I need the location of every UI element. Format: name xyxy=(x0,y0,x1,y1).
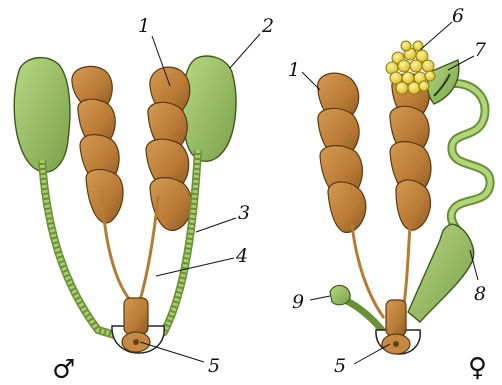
cloaca-male xyxy=(112,298,164,353)
leader-1-female xyxy=(302,72,320,90)
female-symbol: ♀ xyxy=(468,353,487,381)
kidney-left-female xyxy=(318,73,366,232)
label-3: 3 xyxy=(238,202,250,224)
male-symbol: ♂ xyxy=(52,355,75,381)
uterus xyxy=(408,224,474,322)
label-1-female: 1 xyxy=(288,59,300,81)
testis-right xyxy=(183,56,236,161)
label-2: 2 xyxy=(261,15,274,37)
label-6: 6 xyxy=(452,5,464,27)
kidney-left-male xyxy=(72,66,123,223)
leader-6 xyxy=(420,22,452,50)
label-4: 4 xyxy=(235,245,248,267)
leader-3 xyxy=(196,218,236,232)
label-7: 7 xyxy=(474,39,487,61)
ureter-right-male xyxy=(140,196,158,300)
testis-left xyxy=(14,58,70,173)
label-8: 8 xyxy=(474,283,486,305)
label-9: 9 xyxy=(292,291,304,313)
leader-2 xyxy=(230,34,260,68)
bladder xyxy=(330,285,350,304)
leader-9 xyxy=(310,296,330,300)
male-system: 1 2 3 4 5 ♂ xyxy=(14,15,274,381)
label-1-male: 1 xyxy=(138,15,150,37)
label-5-male: 5 xyxy=(208,355,220,377)
label-5-female: 5 xyxy=(334,355,346,377)
female-system: 1 6 7 8 9 5 ♀ xyxy=(288,5,490,381)
kidney-right-female xyxy=(390,73,431,230)
leader-5-male xyxy=(140,342,204,362)
leader-5-female xyxy=(354,344,390,364)
kidney-right-male xyxy=(146,67,192,230)
leader-4 xyxy=(156,258,234,276)
